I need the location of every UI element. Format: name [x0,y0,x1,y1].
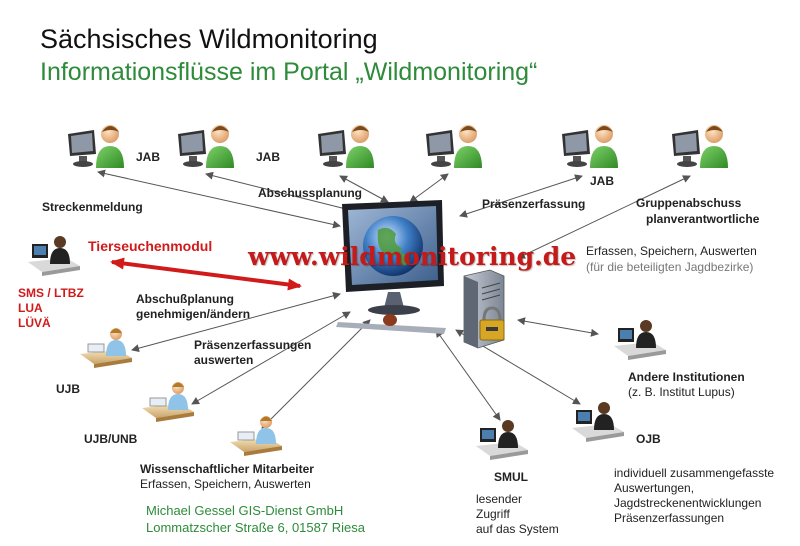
smul-desc-line2: Zugriff [476,507,510,521]
page-title: Sächsisches Wildmonitoring [40,24,378,54]
gruppenabschuss-label: Gruppenabschuss [636,196,742,210]
server-icon [463,269,505,349]
wiss-mitarbeiter-label: Wissenschaftlicher Mitarbeiter [140,462,314,476]
andere-institutionen-sub: (z. B. Institut Lupus) [628,385,735,399]
flow-abschussplanung-genehmigen-line2: genehmigen/ändern [136,307,251,321]
arrow-gruppenabschuss [517,175,691,259]
smul-desc-line1: lesender [476,492,523,506]
ojb-desc-line4: Präsenzerfassungen [614,511,725,525]
ujb-unb-label: UJB/UNB [84,432,138,446]
arrow-tierseuchen [110,257,302,291]
arrow-abschussplanung-left [205,171,351,213]
ojb-label: OJB [636,432,661,446]
flow-praesenz-auswerten: Präsenzerfassungen [194,338,312,352]
flow-abschussplanung: Abschussplanung [258,186,363,200]
suited-worker-icon [28,236,80,276]
arrow-andere [517,317,599,337]
flow-praesenzerfassung: Präsenzerfassung [482,197,586,211]
flow-streckenmeldung: Streckenmeldung [42,200,143,214]
ojb-desc-line2: Auswertungen, [614,481,695,495]
smul-desc-line3: auf das System [476,522,559,536]
arrow-abschussplanung-center [339,175,389,203]
gruppenabschuss-desc: Erfassen, Speichern, Auswerten [586,244,757,258]
page-subtitle: Informationsflüsse im Portal „Wildmonito… [40,58,538,86]
desk-worker-icon [230,416,282,456]
arrow-wiss [261,319,371,429]
user-computer-icon [178,125,234,168]
jab-label: JAB [256,150,281,164]
lua-label: LUA [18,301,43,315]
footer-address: Lommatzscher Straße 6, 01587 Riesa [146,520,365,535]
central-computer-icon [336,200,446,334]
desk-worker-icon [80,328,132,368]
smul-label: SMUL [494,470,528,484]
tierseuchenmodul-label: Tierseuchenmodul [88,238,213,254]
ojb-desc-line3: Jagdstreckenentwicklungen [614,496,762,510]
user-computer-icon [68,125,124,168]
wiss-mitarbeiter-desc: Erfassen, Speichern, Auswerten [140,477,311,491]
ojb-desc-line1: individuell zusammengefasste [614,466,775,480]
portal-url: www.wildmonitoring.de [248,242,577,271]
user-computer-icon [562,125,618,168]
flow-abschussplanung-genehmigen: Abschußplanung [136,292,234,306]
jab-label: JAB [136,150,161,164]
user-computer-icon [426,125,482,168]
desk-worker-icon [142,382,194,422]
arrow-abschussplanung-right [409,173,449,203]
suited-worker-icon [614,320,666,360]
user-computer-icon [672,125,728,168]
ujb-label: UJB [56,382,81,396]
suited-worker-icon [572,402,624,442]
flow-praesenz-auswerten-line2: auswerten [194,353,254,367]
gruppenabschuss-label-line2: planverantwortliche [646,212,760,226]
suited-worker-icon [476,420,528,460]
footer-company: Michael Gessel GIS-Dienst GmbH [146,503,344,518]
user-computer-icon [318,125,374,168]
jab-label: JAB [590,174,615,188]
luevae-label: LÜVÄ [18,316,51,330]
gruppenabschuss-note: (für die beteiligten Jagdbezirke) [586,260,754,274]
andere-institutionen-label: Andere Institutionen [628,370,745,384]
sms-ltbz-label: SMS / LTBZ [18,286,84,300]
